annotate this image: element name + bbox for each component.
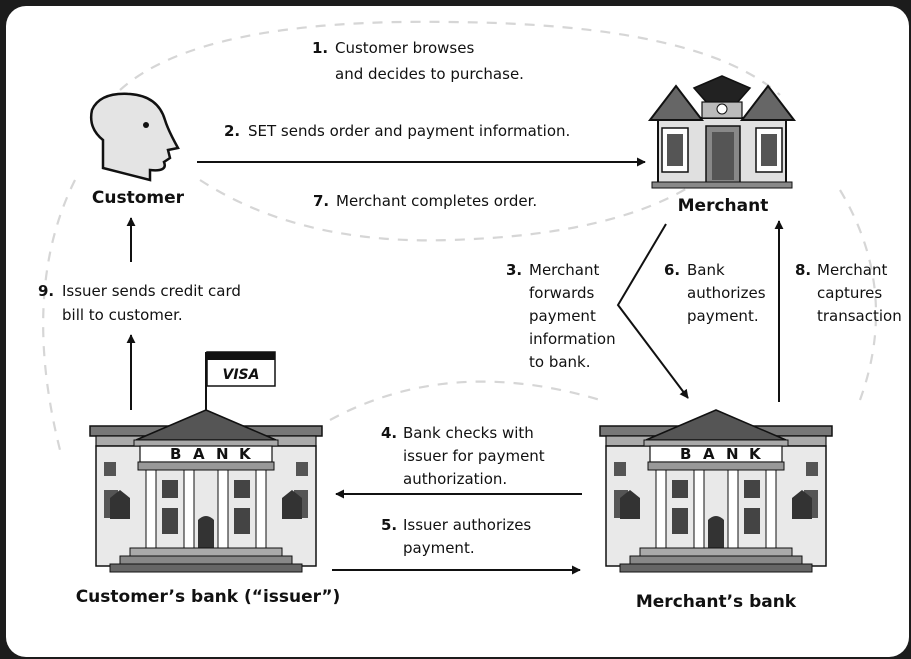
- customer-label: Customer: [92, 188, 185, 208]
- svg-text:Issuer authorizes: Issuer authorizes: [403, 516, 531, 534]
- visa-flag-icon: VISA: [205, 351, 276, 410]
- svg-text:Customer browses: Customer browses: [335, 39, 474, 57]
- background-cycle-inner: [199, 179, 701, 242]
- svg-text:forwards: forwards: [529, 284, 595, 302]
- svg-text:Merchant: Merchant: [529, 261, 599, 279]
- step-1-label: 1. Customer browses and decides to purch…: [312, 39, 524, 83]
- bank-sign-letter: N: [726, 445, 739, 463]
- merchant-bank-label: Merchant’s bank: [636, 592, 797, 612]
- svg-text:captures: captures: [817, 284, 882, 302]
- svg-text:1.: 1.: [312, 39, 328, 57]
- svg-text:payment: payment: [529, 307, 596, 325]
- svg-text:Merchant completes order.: Merchant completes order.: [336, 192, 537, 210]
- svg-text:6.: 6.: [664, 261, 680, 279]
- svg-text:9.: 9.: [38, 282, 54, 300]
- bank-sign-letter: B: [680, 445, 691, 463]
- svg-text:4.: 4.: [381, 424, 397, 442]
- svg-text:issuer for payment: issuer for payment: [403, 447, 545, 465]
- svg-text:information: information: [529, 330, 616, 348]
- step-6-label: 6. Bank authorizes payment.: [664, 261, 766, 325]
- customer-bank-label: Customer’s bank (“issuer”): [76, 587, 341, 607]
- bank-sign-letter: A: [703, 445, 715, 463]
- set-payment-flow-diagram: Customer Merchant VISA B A N K Customer’…: [38, 20, 902, 612]
- svg-text:7.: 7.: [313, 192, 329, 210]
- step-3-label: 3. Merchant forwards payment information…: [506, 261, 616, 371]
- merchant-store-icon: [647, 75, 797, 189]
- svg-text:bill to customer.: bill to customer.: [62, 306, 183, 324]
- svg-text:Bank checks with: Bank checks with: [403, 424, 534, 442]
- customer-head-icon: [89, 92, 180, 182]
- bank-sign-letter: K: [749, 445, 762, 463]
- visa-flag-text: VISA: [223, 367, 260, 383]
- step-9-label: 9. Issuer sends credit card bill to cust…: [38, 282, 241, 324]
- customer-bank-icon: [89, 409, 323, 573]
- svg-text:and decides to purchase.: and decides to purchase.: [335, 65, 524, 83]
- merchant-label: Merchant: [678, 196, 769, 216]
- background-cycle-right: [839, 189, 878, 401]
- bank-sign-letter: A: [193, 445, 205, 463]
- svg-text:5.: 5.: [381, 516, 397, 534]
- svg-text:authorizes: authorizes: [687, 284, 766, 302]
- diagram-frame: Customer Merchant VISA B A N K Customer’…: [6, 6, 909, 657]
- merchant-bank-icon: [599, 409, 833, 573]
- svg-text:payment.: payment.: [403, 539, 475, 557]
- svg-text:to bank.: to bank.: [529, 353, 591, 371]
- step-7-label: 7. Merchant completes order.: [313, 192, 537, 210]
- step-8-label: 8. Merchant captures transaction: [795, 261, 902, 325]
- step-2-label: 2. SET sends order and payment informati…: [224, 122, 570, 140]
- step-5-label: 5. Issuer authorizes payment.: [381, 516, 531, 557]
- background-cycle-bottom: [329, 380, 601, 421]
- step-4-label: 4. Bank checks with issuer for payment a…: [381, 424, 545, 488]
- background-cycle-left: [42, 179, 76, 451]
- bank-sign-letter: K: [239, 445, 252, 463]
- svg-text:SET sends order and payment in: SET sends order and payment information.: [248, 122, 570, 140]
- svg-text:2.: 2.: [224, 122, 240, 140]
- svg-text:transaction: transaction: [817, 307, 902, 325]
- customer-bank-sign: B A N K: [170, 445, 252, 463]
- svg-text:authorization.: authorization.: [403, 470, 507, 488]
- bank-sign-letter: N: [216, 445, 229, 463]
- merchant-bank-sign: B A N K: [680, 445, 762, 463]
- svg-text:8.: 8.: [795, 261, 811, 279]
- svg-text:Merchant: Merchant: [817, 261, 887, 279]
- svg-text:payment.: payment.: [687, 307, 759, 325]
- background-cycle-outer: [119, 20, 781, 96]
- svg-text:Bank: Bank: [687, 261, 725, 279]
- svg-text:Issuer sends credit card: Issuer sends credit card: [62, 282, 241, 300]
- svg-text:3.: 3.: [506, 261, 522, 279]
- arrow-merchant-to-bank: [616, 223, 689, 399]
- bank-sign-letter: B: [170, 445, 181, 463]
